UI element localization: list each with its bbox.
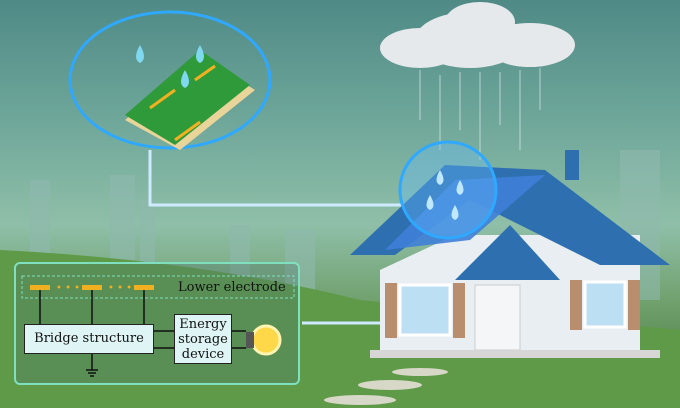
energy-storage-box: Energy storage device [174, 314, 232, 364]
bridge-structure-box: Bridge structure [24, 324, 154, 354]
rain [419, 68, 541, 160]
water-drops [136, 45, 204, 88]
circuit-diagram-panel: • • • • • • Lower electrode Bridge struc… [14, 262, 300, 385]
grass-hill [0, 250, 680, 408]
svg-text:• • •: • • • [56, 283, 80, 294]
light-bulb-icon [250, 324, 282, 356]
electrode [30, 285, 50, 290]
electrode [134, 285, 154, 290]
electrode [82, 285, 102, 290]
tribo-panel [125, 50, 255, 150]
circuit-wiring: • • • • • • [21, 275, 295, 377]
svg-text:• • •: • • • [108, 283, 132, 294]
cycle-loop-roof [398, 140, 498, 240]
stepping-stones [324, 368, 448, 405]
cloud-icon [380, 2, 575, 68]
roof-water-drops [426, 170, 464, 220]
lower-electrode-label: Lower electrode [178, 280, 286, 295]
connector-line [148, 150, 420, 207]
cycle-loop-top [68, 10, 272, 150]
